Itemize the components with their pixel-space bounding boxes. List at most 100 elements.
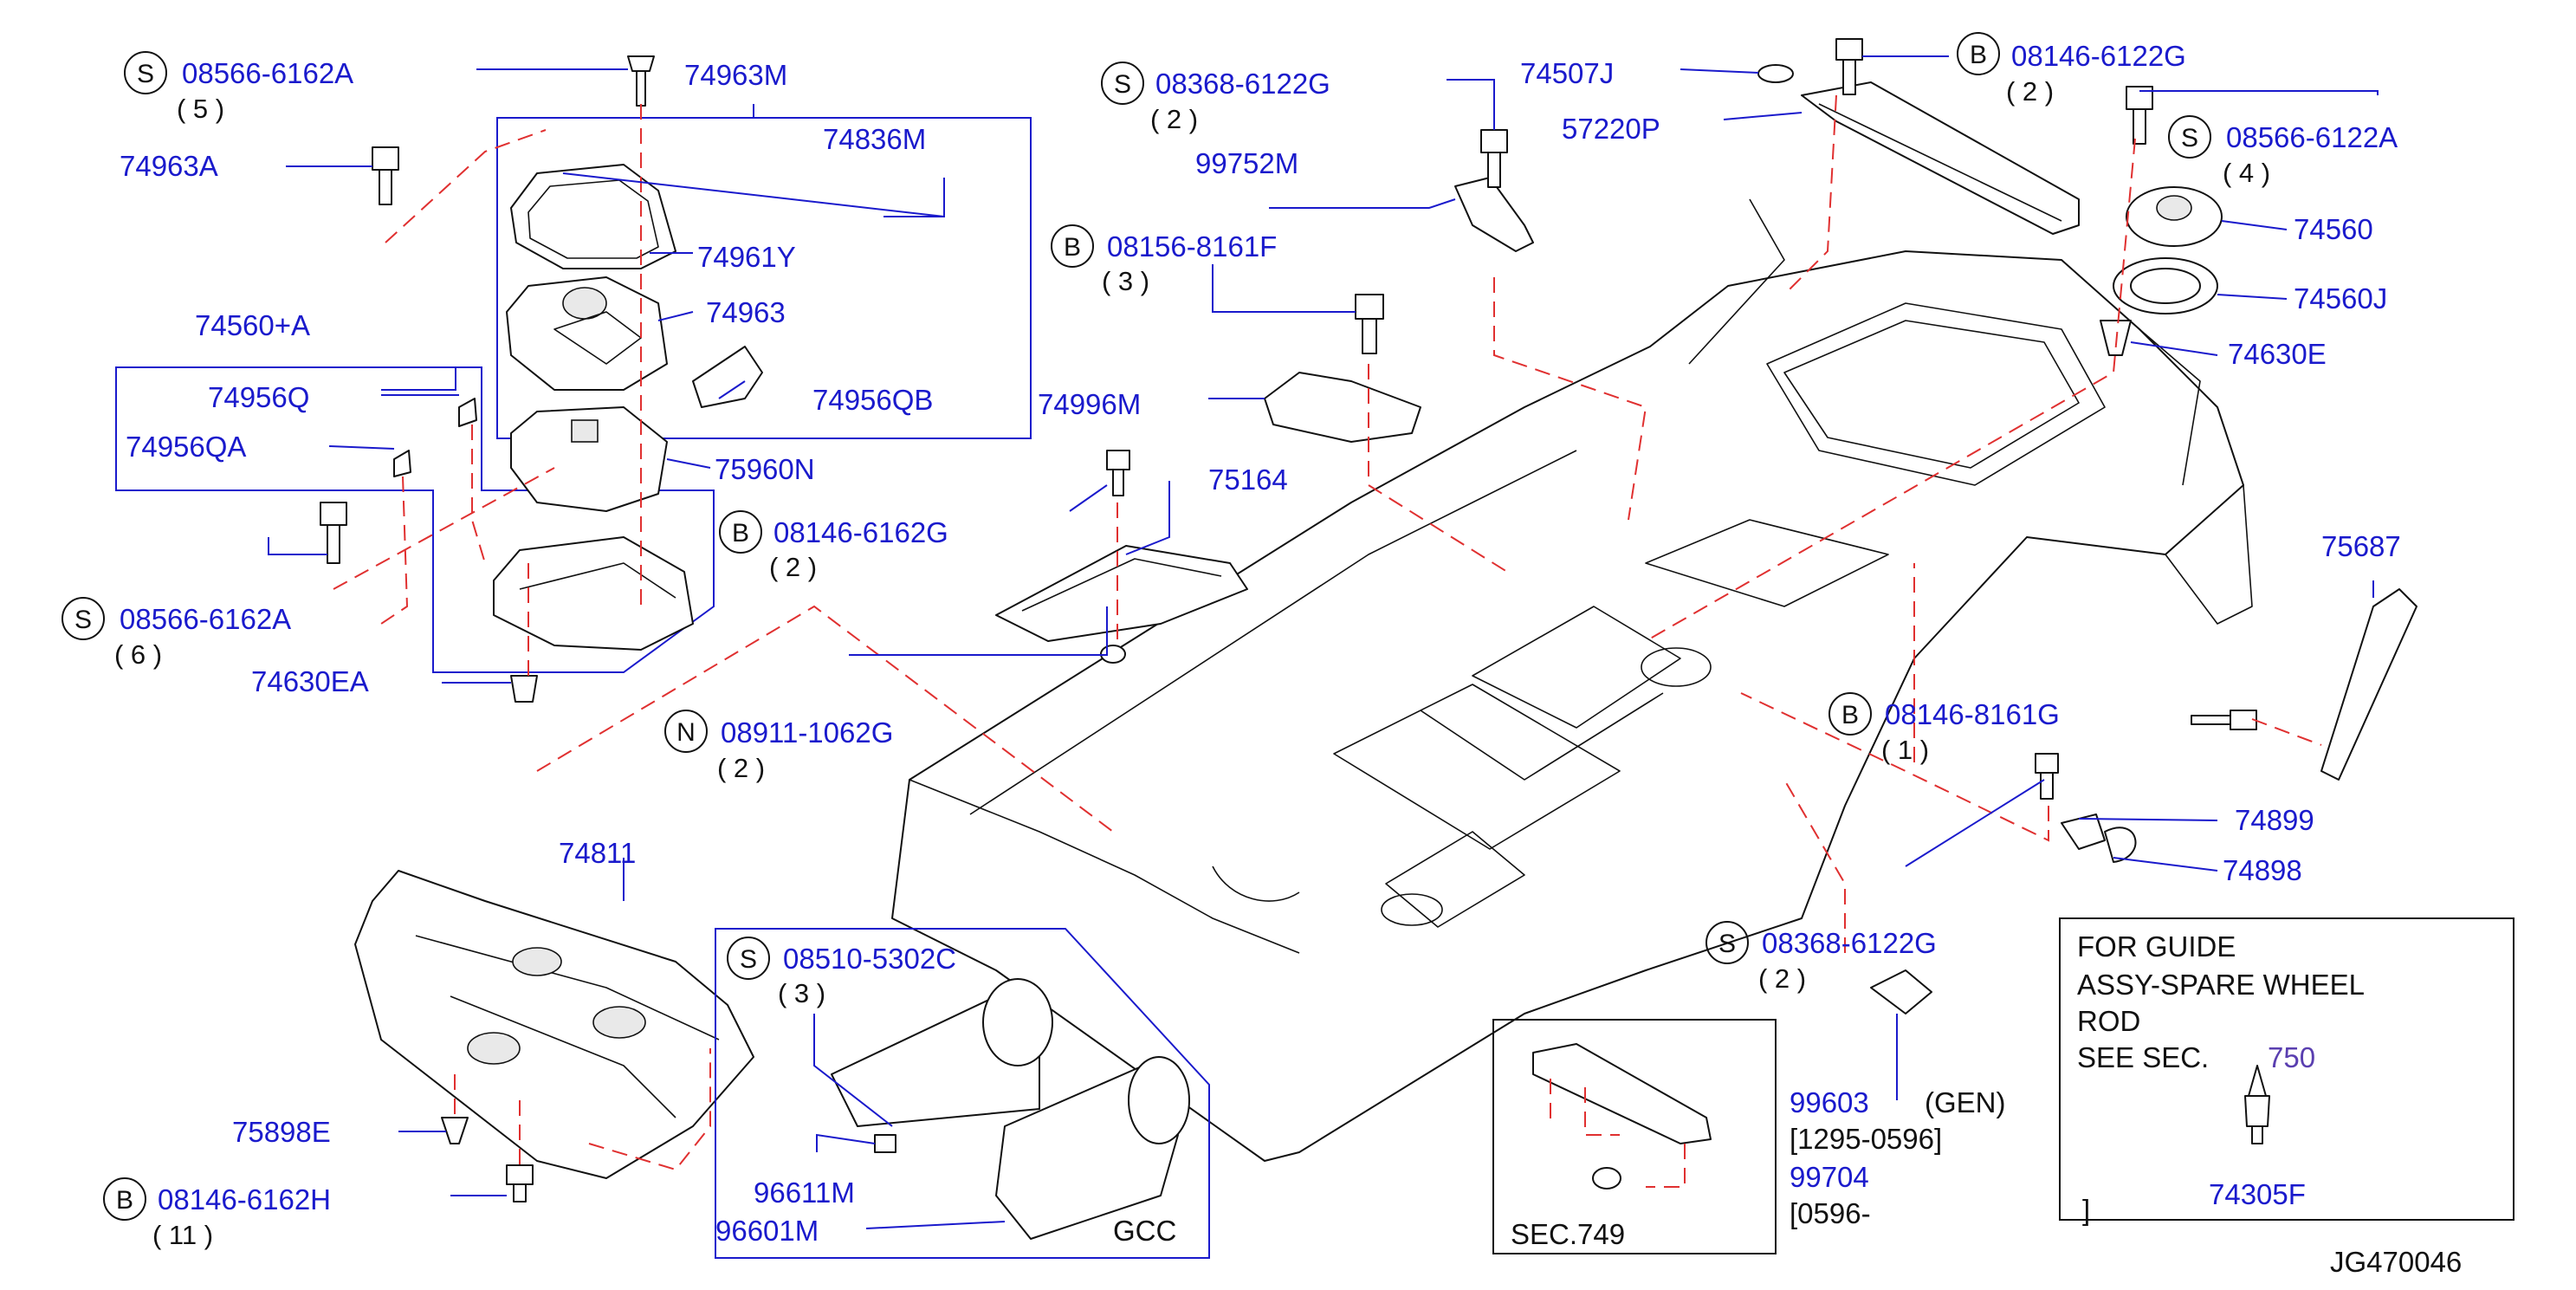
symbol-circle: S — [1101, 62, 1144, 105]
svg-text:B: B — [732, 519, 749, 548]
right-parts — [1740, 563, 2417, 1014]
clip-icon — [510, 675, 538, 703]
bolt-icon — [506, 1164, 534, 1202]
fastener-part-number: 08911-1062G — [721, 716, 893, 749]
part-label-96611M: 96611M — [754, 1177, 855, 1209]
part-label-75687: 75687 — [2321, 530, 2401, 562]
bolt-icon — [1355, 294, 1384, 354]
gcc-box — [715, 928, 1210, 1259]
insulator-74811 — [354, 870, 754, 1202]
svg-text:B: B — [1970, 41, 1987, 69]
gcc-label: GCC — [1113, 1215, 1176, 1247]
clip-icon — [1757, 64, 1794, 83]
symbol-circle: N — [664, 710, 708, 753]
symbol-circle: S — [124, 51, 167, 94]
screw-icon — [320, 502, 347, 564]
part-label-99603: 99603 — [1790, 1086, 1869, 1118]
fastener-part-number: 08566-6162A — [182, 57, 353, 89]
leader-lines — [268, 55, 2379, 1229]
fastener-quantity: ( 6 ) — [114, 639, 162, 670]
screw-icon — [372, 146, 399, 205]
fastener-quantity: ( 2 ) — [717, 753, 765, 783]
symbol-circle: S — [61, 597, 105, 640]
note-box — [2059, 917, 2515, 1221]
fastener-quantity: ( 5 ) — [177, 94, 224, 124]
svg-text:B: B — [1841, 701, 1859, 729]
note-close-bracket: ] — [2082, 1194, 2090, 1226]
symbol-circle: B — [1051, 224, 1094, 268]
floor-panel — [891, 198, 2253, 1162]
fastener-part-number: 08368-6122G — [1762, 927, 1937, 959]
svg-text:S: S — [2181, 124, 2198, 152]
part-label-99752M: 99752M — [1195, 147, 1298, 179]
section-label: SEC.749 — [1511, 1218, 1625, 1250]
part-label-74560J: 74560J — [2294, 282, 2387, 314]
bolt-icon — [2035, 753, 2059, 800]
symbol-circle: S — [727, 937, 770, 980]
symbol-circle: S — [1705, 921, 1749, 964]
part-label-74899: 74899 — [2235, 804, 2314, 836]
fastener-part-number: 08566-6122A — [2226, 121, 2398, 153]
part-label-57220P: 57220P — [1562, 113, 1660, 145]
part-label-74956QB: 74956QB — [812, 384, 933, 416]
part-label-75960N: 75960N — [715, 453, 815, 485]
date-range-label: [1295-0596] — [1790, 1123, 1942, 1155]
part-label-74898: 74898 — [2223, 854, 2302, 886]
fastener-part-number: 08146-6162G — [773, 516, 948, 548]
clip-icon — [2100, 320, 2132, 356]
symbol-circle: B — [1957, 32, 2000, 75]
fastener-quantity: ( 1 ) — [1881, 735, 1929, 765]
note-line: FOR GUIDE — [2077, 930, 2236, 963]
fastener-part-number: 08368-6122G — [1155, 68, 1330, 100]
screw-icon — [627, 55, 655, 107]
fastener-part-number: 08146-8161G — [1885, 698, 2060, 730]
part-label-74996M: 74996M — [1038, 388, 1141, 420]
fastener-quantity: ( 2 ) — [2006, 76, 2054, 107]
section-reference: 750 — [2268, 1041, 2315, 1073]
part-label-74507J: 74507J — [1520, 57, 1614, 89]
shift-boot-group — [115, 55, 1032, 703]
part-label-74630E: 74630E — [2228, 338, 2327, 370]
part-label-74963M: 74963M — [684, 59, 787, 91]
part-label-74956QA: 74956QA — [126, 431, 246, 463]
bolt-icon — [2191, 710, 2257, 730]
bolt-icon — [1480, 129, 1508, 188]
date-range-label: [0596- — [1790, 1197, 1871, 1229]
fastener-quantity: ( 11 ) — [152, 1220, 213, 1250]
part-label-74963: 74963 — [706, 296, 786, 328]
gen-label: (GEN) — [1925, 1086, 2006, 1118]
fastener-quantity: ( 2 ) — [1758, 963, 1806, 994]
sec749-box — [1492, 1019, 1777, 1254]
svg-text:B: B — [1064, 233, 1081, 262]
svg-text:S: S — [1114, 70, 1131, 99]
svg-text:S: S — [1718, 930, 1736, 958]
part-label-74961Y: 74961Y — [697, 241, 796, 273]
note-line: SEE SEC. — [2077, 1041, 2209, 1073]
fastener-quantity: ( 3 ) — [1102, 266, 1149, 296]
part-label-99704: 99704 — [1790, 1161, 1869, 1193]
part-label-75164: 75164 — [1208, 463, 1288, 496]
group-box-74560A — [115, 366, 715, 673]
part-label-74630EA: 74630EA — [251, 665, 369, 697]
part-label-74956Q: 74956Q — [208, 381, 309, 413]
svg-text:S: S — [137, 60, 154, 88]
center-parts — [536, 129, 1647, 833]
clip-icon — [2244, 1065, 2270, 1144]
part-label-74560: 74560 — [2294, 213, 2373, 245]
fastener-part-number: 08146-6122G — [2011, 40, 2186, 72]
svg-text:S: S — [74, 606, 92, 634]
fastener-part-number: 08510-5302C — [783, 943, 956, 975]
part-label-74560A: 74560+A — [195, 309, 310, 341]
svg-text:N: N — [676, 718, 696, 747]
fastener-part-number: 08146-6162H — [158, 1183, 331, 1215]
screw-icon — [2126, 86, 2153, 145]
part-label-74963A: 74963A — [120, 150, 218, 182]
fastener-quantity: ( 4 ) — [2223, 158, 2270, 188]
symbol-circle: B — [719, 510, 762, 554]
fastener-part-number: 08156-8161F — [1107, 230, 1277, 263]
screw-icon — [874, 1134, 896, 1153]
note-line: ROD — [2077, 1005, 2140, 1037]
part-label-75898E: 75898E — [232, 1116, 331, 1148]
fastener-quantity: ( 3 ) — [778, 978, 825, 1008]
